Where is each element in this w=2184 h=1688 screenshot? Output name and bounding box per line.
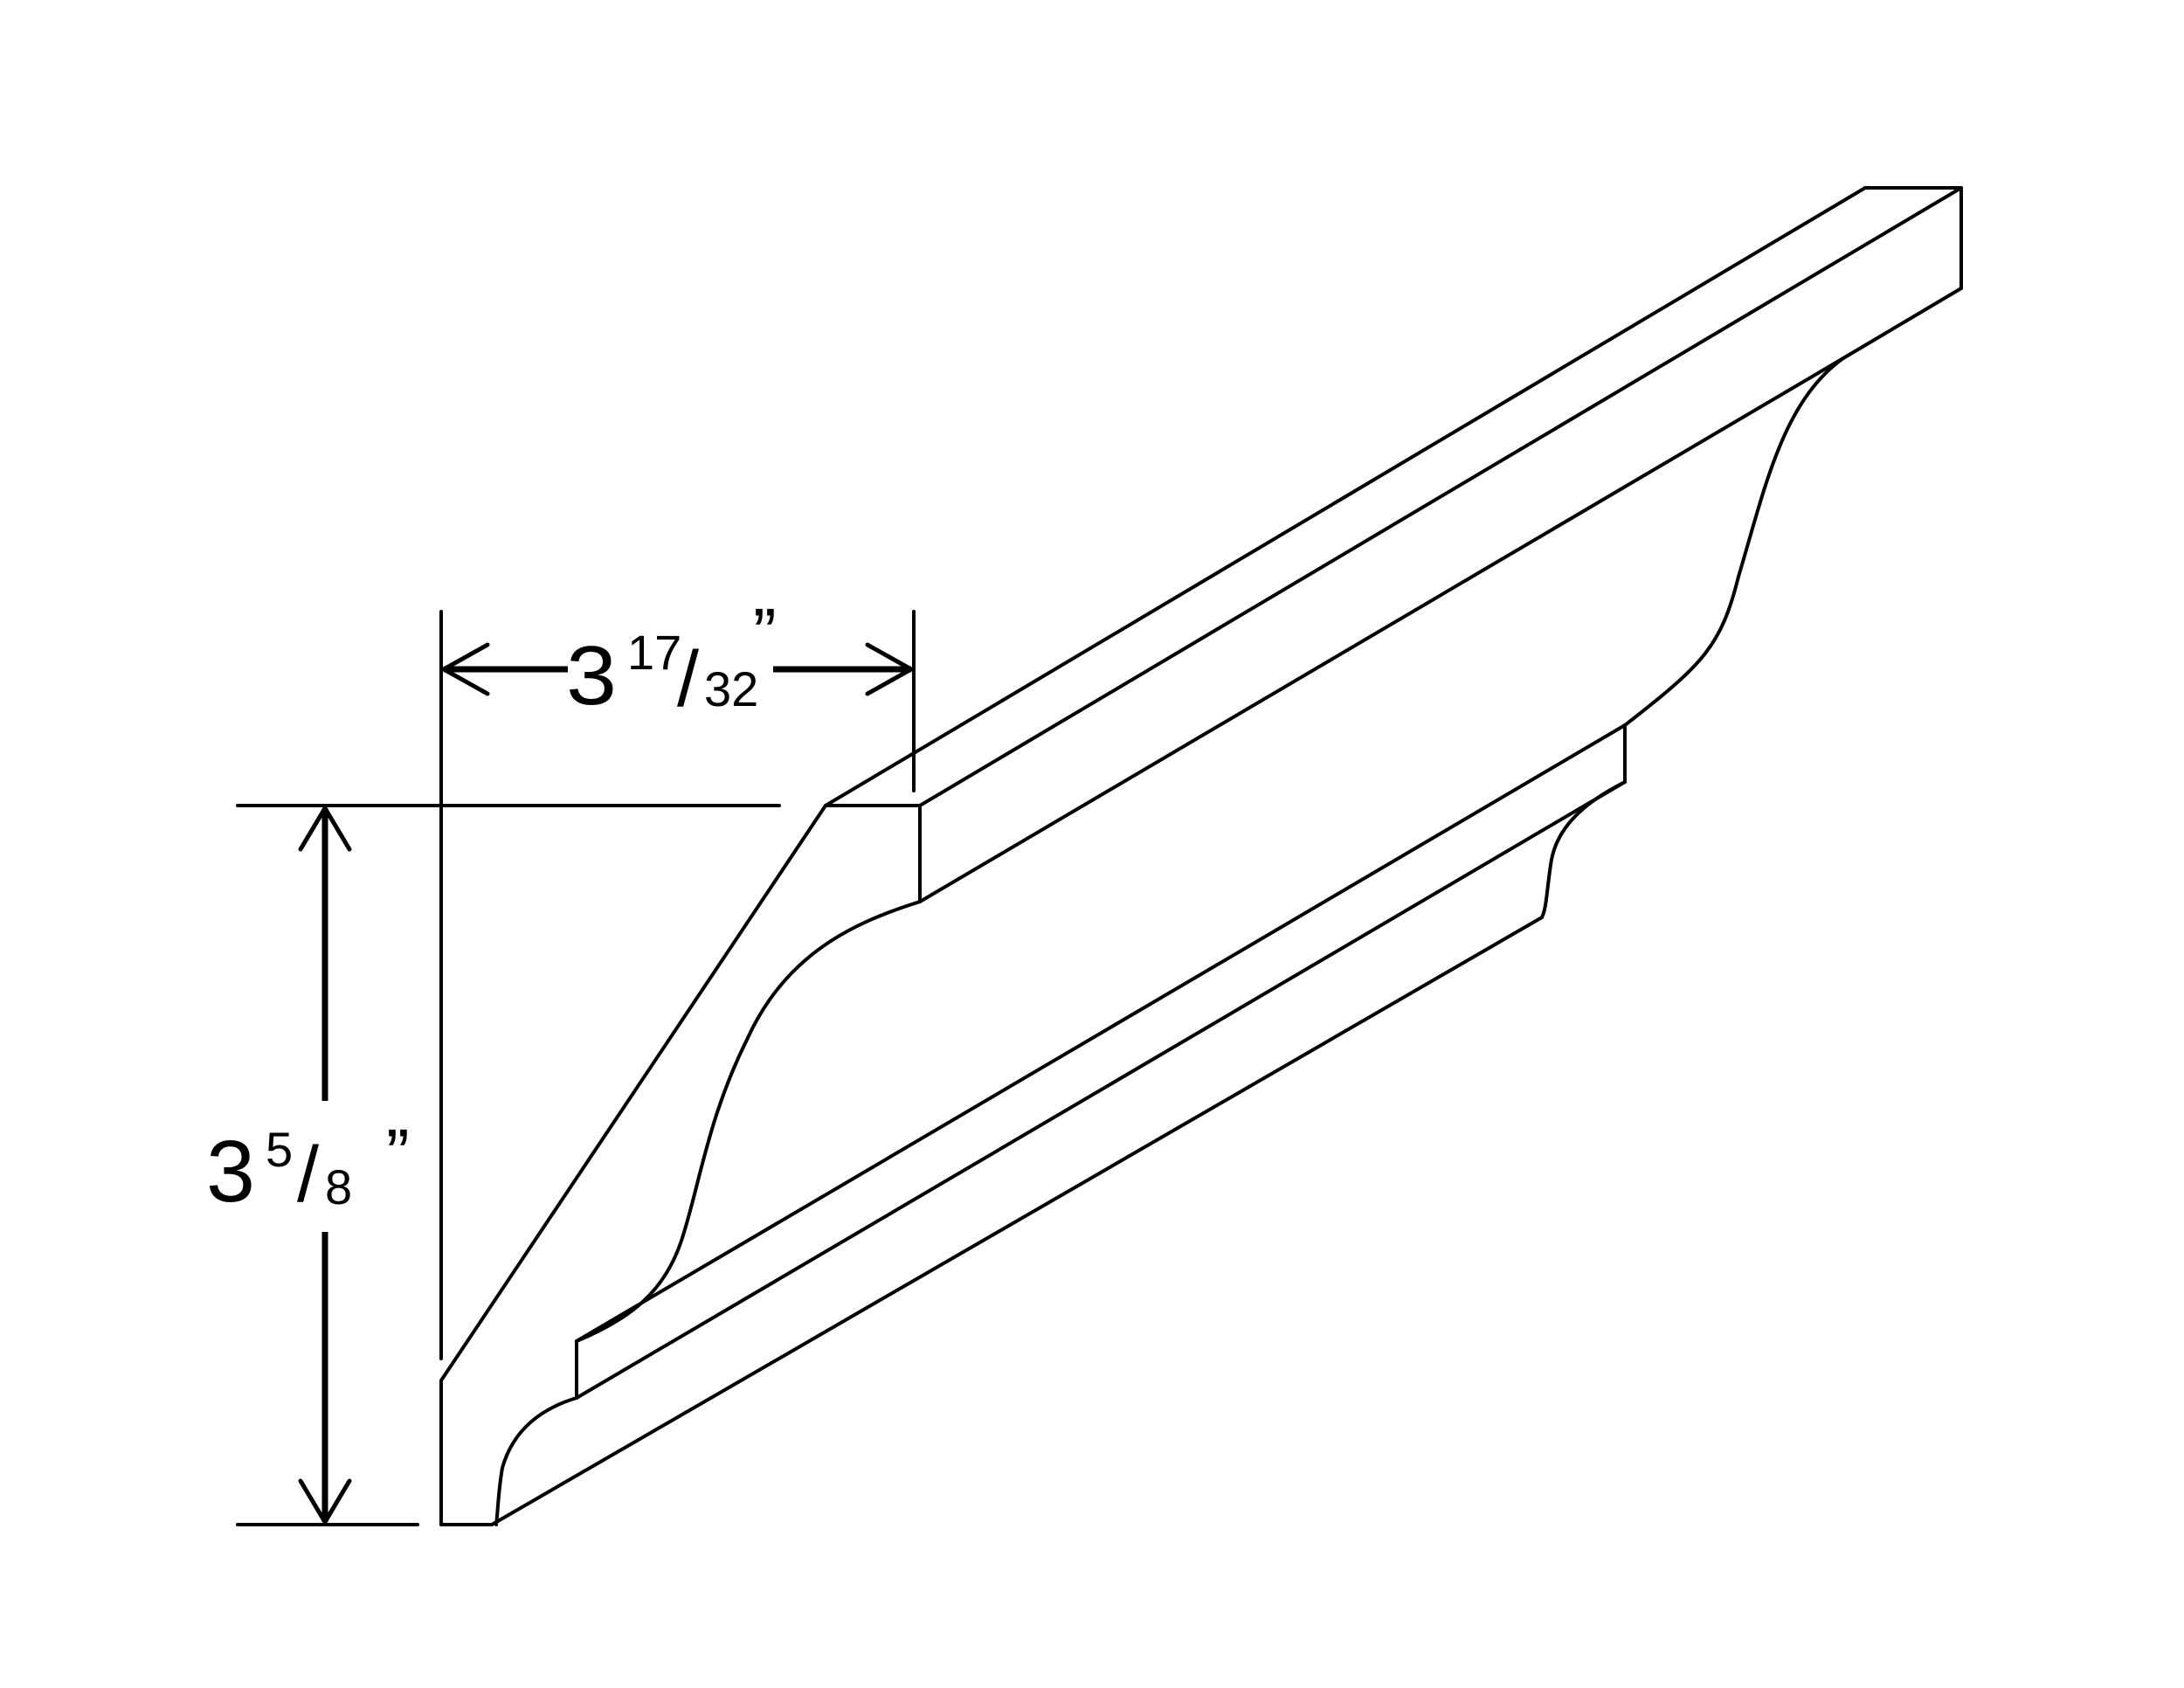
width-numerator: 17 — [627, 625, 681, 680]
moulding-back-face — [439, 804, 827, 1526]
moulding-near-cove — [575, 900, 922, 1343]
moulding-top-band-lower-edge — [1842, 287, 1963, 360]
height-fraction-slash: / — [297, 1131, 319, 1219]
moulding-far-bead — [1540, 780, 1627, 919]
moulding-fillet-edge — [575, 780, 1627, 1400]
height-inch-mark: ” — [386, 1115, 410, 1193]
width-inch-mark: ” — [753, 594, 777, 672]
moulding-profile — [439, 186, 1963, 1526]
moulding-top-band-line — [918, 356, 1845, 903]
width-arrow-right — [865, 642, 914, 696]
height-arrow-top — [298, 806, 352, 852]
width-whole-number: 3 — [566, 629, 617, 723]
moulding-near-top-flat — [824, 804, 922, 903]
height-dimension: 3 5 / 8 ” — [206, 804, 781, 1526]
moulding-top-back-edge — [824, 186, 1867, 807]
moulding-near-bead — [494, 1396, 578, 1526]
moulding-far-cove — [1623, 356, 1845, 727]
width-fraction-slash: / — [677, 636, 699, 723]
width-dimension: 3 17 / 32 ” — [439, 594, 916, 1360]
width-arrow-left — [441, 642, 490, 696]
height-denominator: 8 — [325, 1159, 352, 1214]
moulding-bead-lower-edge — [490, 916, 1544, 1526]
moulding-top-front-edge — [918, 186, 1963, 807]
height-whole-number: 3 — [206, 1123, 255, 1221]
height-arrow-bottom — [298, 1478, 352, 1525]
height-numerator: 5 — [266, 1122, 293, 1177]
moulding-cove-lower-edge — [575, 723, 1627, 1343]
width-denominator: 32 — [704, 661, 758, 716]
